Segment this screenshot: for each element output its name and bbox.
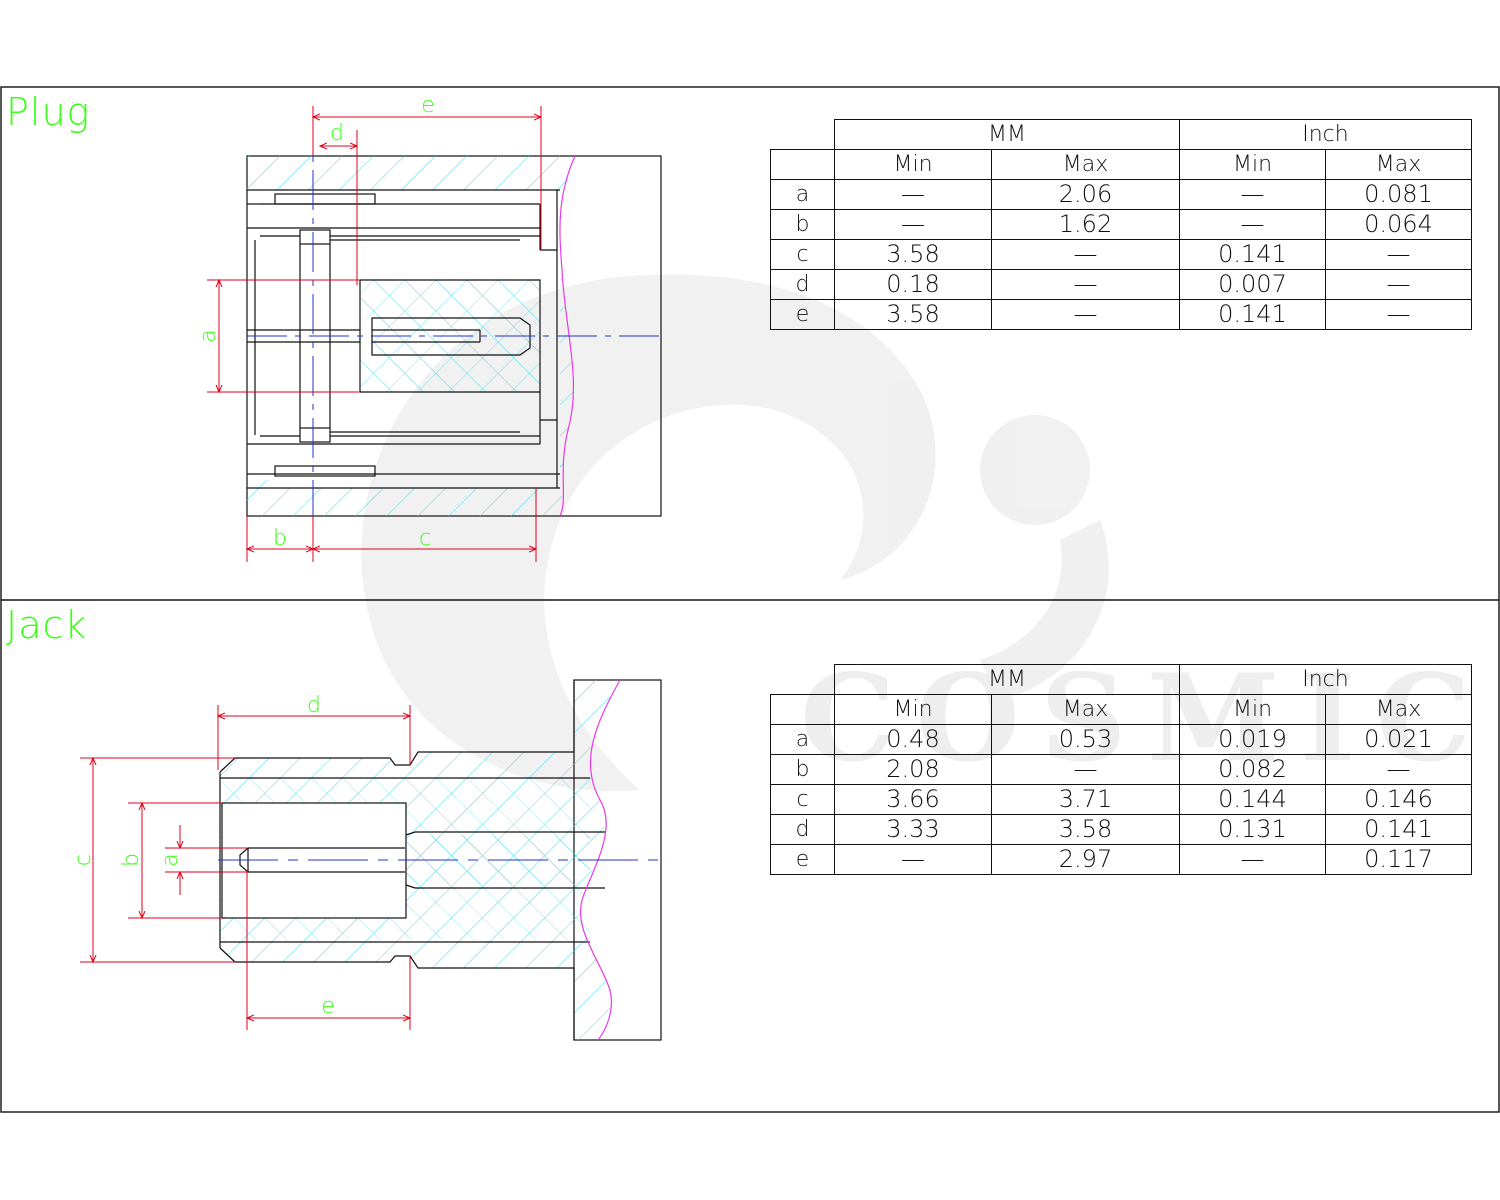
plug-dim-d-label: d: [330, 121, 344, 146]
table-cell: —: [1325, 239, 1472, 270]
subheader-inch-min: Min: [1179, 694, 1326, 725]
row-label: b: [770, 209, 835, 240]
subheader-inch-max: Max: [1325, 149, 1472, 180]
table-cell: 2.08: [834, 754, 992, 785]
row-label: b: [770, 754, 835, 785]
table-cell: 0.144: [1179, 784, 1326, 815]
table-cell: —: [1179, 179, 1326, 210]
table-cell: 0.021: [1325, 724, 1472, 755]
table-cell: 0.141: [1179, 239, 1326, 270]
jack-dim-e-label: e: [321, 994, 335, 1019]
table-cell: 0.146: [1325, 784, 1472, 815]
table-cell: 0.53: [991, 724, 1180, 755]
table-row: b 2.08 — 0.082 —: [770, 754, 1472, 785]
table-cell: 3.58: [991, 814, 1180, 845]
table-row: c 3.58 — 0.141 —: [770, 239, 1472, 270]
table-cell: 0.082: [1179, 754, 1326, 785]
table-row: d 3.33 3.58 0.131 0.141: [770, 814, 1472, 845]
table-cell: 0.141: [1179, 299, 1326, 330]
table-cell: 1.62: [991, 209, 1180, 240]
table-row: e — 2.97 — 0.117: [770, 844, 1472, 875]
table-corner: [770, 119, 835, 150]
table-cell: —: [1325, 269, 1472, 300]
table-cell: —: [1325, 299, 1472, 330]
plug-dimension-table: MM Inch Min Max Min Max a — 2.06 — 0.081…: [770, 119, 1472, 330]
row-label: c: [770, 239, 835, 270]
table-cell: 0.48: [834, 724, 992, 755]
row-label: a: [770, 179, 835, 210]
table-row: a 0.48 0.53 0.019 0.021: [770, 724, 1472, 755]
table-cell: 0.064: [1325, 209, 1472, 240]
row-label-header: [770, 694, 835, 725]
row-label: a: [770, 724, 835, 755]
plug-dim-a-label: a: [196, 329, 221, 342]
table-cell: 2.97: [991, 844, 1180, 875]
row-label: e: [770, 844, 835, 875]
group-header-inch: Inch: [1179, 119, 1472, 150]
table-cell: 0.007: [1179, 269, 1326, 300]
table-cell: —: [1179, 844, 1326, 875]
table-cell: 3.58: [834, 239, 992, 270]
table-row: c 3.66 3.71 0.144 0.146: [770, 784, 1472, 815]
subheader-inch-max: Max: [1325, 694, 1472, 725]
row-label-header: [770, 149, 835, 180]
plug-dim-e-label: e: [421, 93, 435, 118]
plug-drawing: e d a b c: [196, 93, 662, 562]
table-cell: —: [991, 299, 1180, 330]
table-cell: 3.58: [834, 299, 992, 330]
table-cell: —: [1325, 754, 1472, 785]
table-cell: 2.06: [991, 179, 1180, 210]
table-cell: 0.18: [834, 269, 992, 300]
jack-dimension-table: MM Inch Min Max Min Max a 0.48 0.53 0.01…: [770, 664, 1472, 875]
jack-dim-d-label: d: [307, 693, 321, 718]
table-cell: —: [834, 209, 992, 240]
row-label: c: [770, 784, 835, 815]
subheader-inch-min: Min: [1179, 149, 1326, 180]
jack-dim-b-label: b: [119, 853, 144, 867]
subheader-mm-min: Min: [834, 149, 992, 180]
jack-dim-a-label: a: [158, 853, 183, 866]
plug-section-title: Plug: [6, 90, 91, 134]
table-row: b — 1.62 — 0.064: [770, 209, 1472, 240]
jack-dim-c-label: c: [71, 854, 96, 866]
row-label: e: [770, 299, 835, 330]
jack-drawing: d e c b a: [71, 679, 662, 1041]
table-row: a — 2.06 — 0.081: [770, 179, 1472, 210]
table-cell: 3.66: [834, 784, 992, 815]
row-label: d: [770, 814, 835, 845]
table-cell: 0.117: [1325, 844, 1472, 875]
table-cell: —: [1179, 209, 1326, 240]
subheader-mm-max: Max: [991, 694, 1180, 725]
table-cell: 0.081: [1325, 179, 1472, 210]
table-corner: [770, 664, 835, 695]
table-cell: 3.33: [834, 814, 992, 845]
plug-dim-c-label: c: [419, 526, 431, 551]
table-cell: 0.131: [1179, 814, 1326, 845]
table-cell: 0.141: [1325, 814, 1472, 845]
group-header-inch: Inch: [1179, 664, 1472, 695]
table-row: e 3.58 — 0.141 —: [770, 299, 1472, 330]
table-cell: —: [834, 179, 992, 210]
table-cell: —: [991, 754, 1180, 785]
table-cell: 3.71: [991, 784, 1180, 815]
row-label: d: [770, 269, 835, 300]
table-row: d 0.18 — 0.007 —: [770, 269, 1472, 300]
jack-section-title: Jack: [6, 603, 88, 647]
group-header-mm: MM: [834, 664, 1180, 695]
table-cell: 0.019: [1179, 724, 1326, 755]
table-cell: —: [834, 844, 992, 875]
table-cell: —: [991, 269, 1180, 300]
subheader-mm-min: Min: [834, 694, 992, 725]
plug-dim-b-label: b: [273, 526, 287, 551]
subheader-mm-max: Max: [991, 149, 1180, 180]
table-cell: —: [991, 239, 1180, 270]
group-header-mm: MM: [834, 119, 1180, 150]
